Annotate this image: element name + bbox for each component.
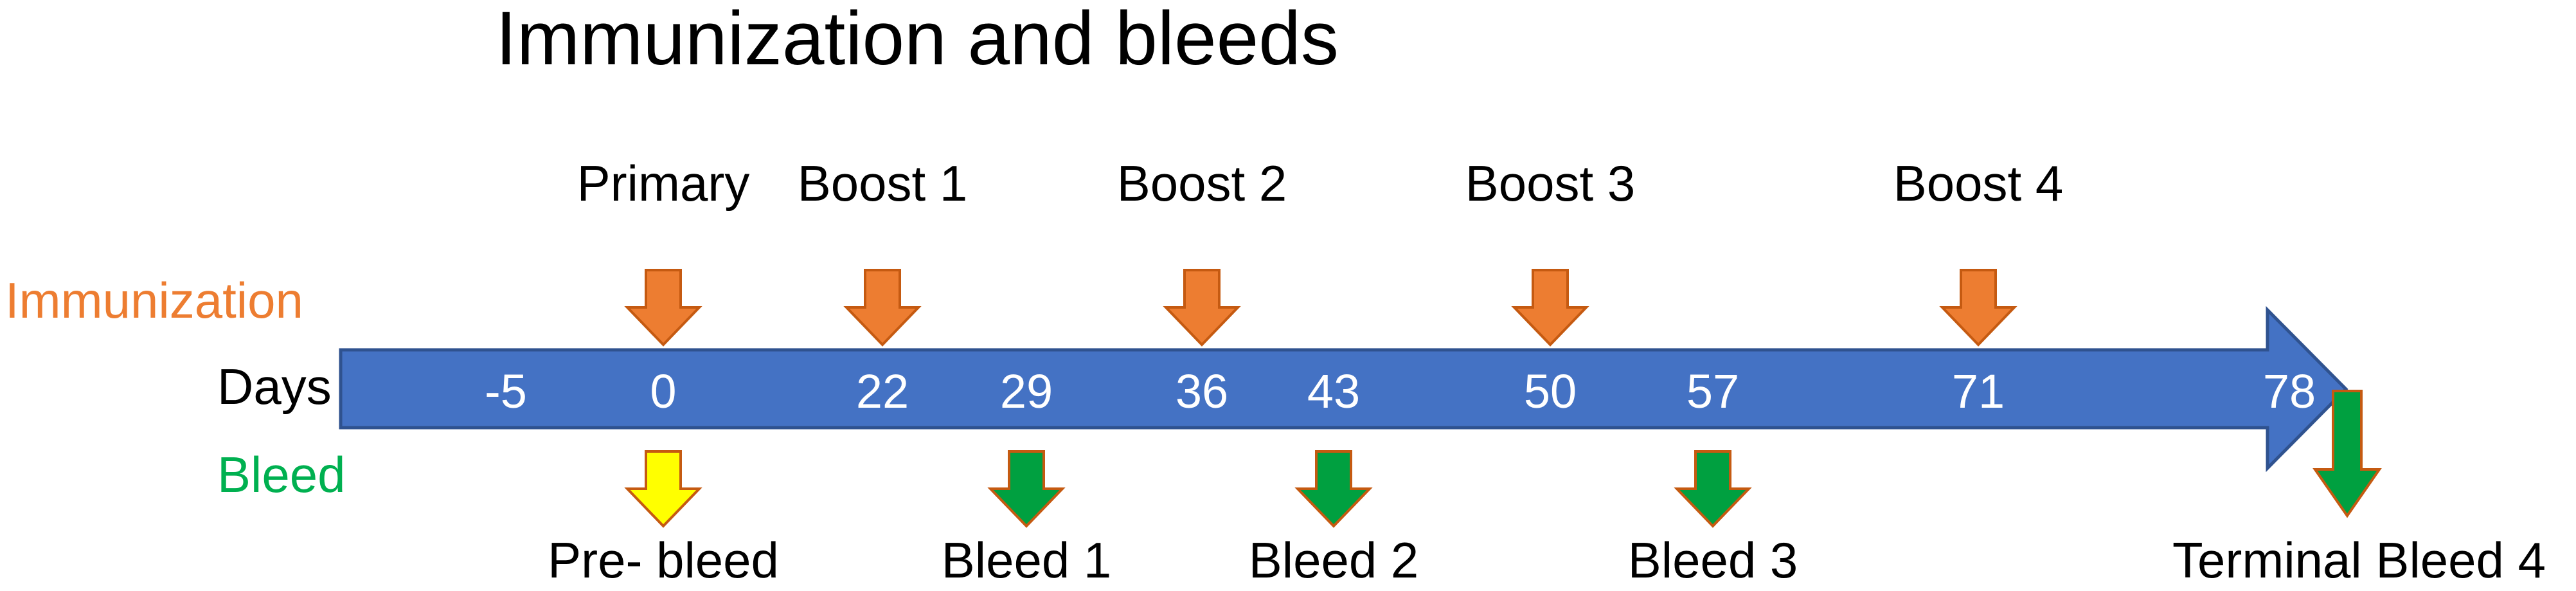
day-label: 43: [1307, 365, 1360, 418]
bleed-arrow: [1294, 450, 1373, 528]
day-label: 57: [1686, 365, 1739, 418]
timeline-arrow: [339, 305, 2348, 473]
day-label: 50: [1524, 365, 1577, 418]
bleed-arrow: [1674, 450, 1752, 528]
day-label: 0: [650, 365, 676, 418]
days-row-label: Days: [217, 358, 332, 415]
day-labels: -5 0 22 29 36 43 50 57 71 78: [485, 365, 2316, 418]
immunization-label: Primary: [577, 155, 750, 212]
bleed-label: Bleed 1: [942, 532, 1112, 588]
immunization-arrow: [1939, 269, 2017, 347]
immunization-label: Boost 4: [1893, 155, 2064, 212]
diagram-title: Immunization and bleeds: [496, 0, 1339, 81]
bleed-label: Terminal Bleed 4: [2172, 532, 2546, 588]
pre-bleed-arrow: [624, 450, 702, 528]
bleed-row-label: Bleed: [217, 446, 346, 503]
day-label: 71: [1952, 365, 2005, 418]
day-label: 22: [856, 365, 909, 418]
immunization-label: Boost 2: [1117, 155, 1287, 212]
bleed-label: Bleed 3: [1628, 532, 1798, 588]
day-label: 78: [2263, 365, 2316, 418]
immunization-arrow: [1511, 269, 1589, 347]
terminal-bleed-arrow: [2312, 390, 2382, 518]
day-label: 29: [1000, 365, 1053, 418]
bleed-label: Bleed 2: [1249, 532, 1419, 588]
day-label: -5: [485, 365, 527, 418]
bleed-events: Pre- bleed Bleed 1 Bleed 2 Bleed 3 Terminal …: [548, 390, 2546, 588]
immunization-label: Boost 3: [1465, 155, 1636, 212]
immunization-arrow: [624, 269, 702, 347]
immunization-row-label: Immunization: [5, 272, 303, 329]
bleed-arrow: [987, 450, 1066, 528]
bleed-label: Pre- bleed: [548, 532, 779, 588]
immunization-label: Boost 1: [798, 155, 968, 212]
immunization-arrow: [1163, 269, 1241, 347]
day-label: 36: [1176, 365, 1228, 418]
immunization-events: Primary Boost 1 Boost 2 Boost 3 Boost 4: [577, 155, 2064, 347]
immunization-arrow: [843, 269, 922, 347]
